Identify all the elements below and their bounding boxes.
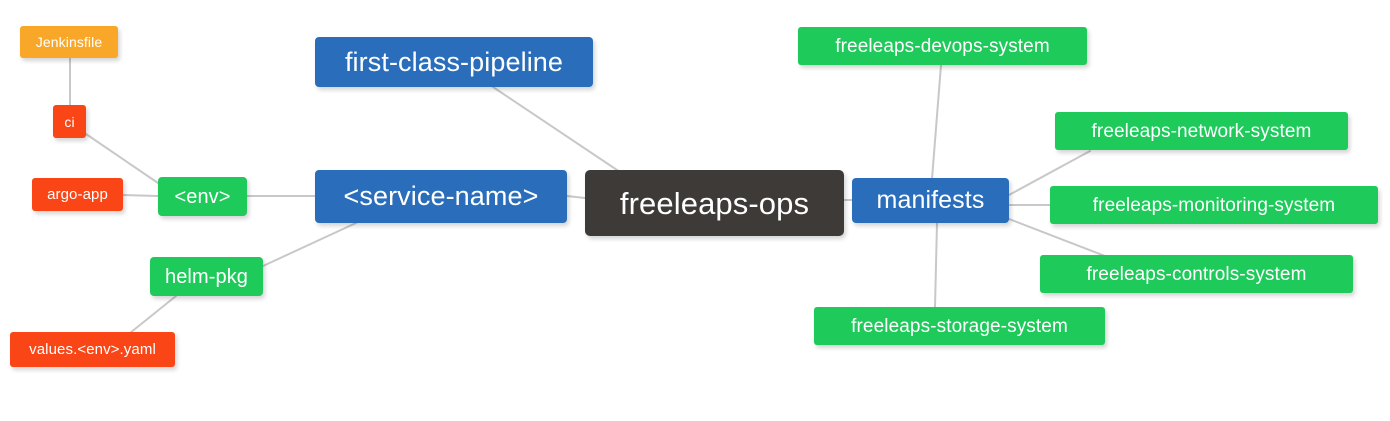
node-freeleaps-devops-system[interactable]: freeleaps-devops-system [798,27,1087,65]
node-ci[interactable]: ci [53,105,86,138]
node-first-class-pipeline[interactable]: first-class-pipeline [315,37,593,87]
node-freeleaps-network-system[interactable]: freeleaps-network-system [1055,112,1348,150]
edge-values-yaml-to-helm-pkg [129,295,177,334]
node-argo-app[interactable]: argo-app [32,178,123,211]
edge-service-name-to-freeleaps-ops [566,195,586,199]
edge-manifests-to-freeleaps-devops-system [931,64,942,180]
node-service-name[interactable]: <service-name> [315,170,567,223]
node-manifests[interactable]: manifests [852,178,1009,223]
edge-argo-app-to-env [122,194,159,197]
node-jenkinsfile[interactable]: Jenkinsfile [20,26,118,58]
edge-ci-to-env [85,133,159,184]
node-freeleaps-monitoring-system[interactable]: freeleaps-monitoring-system [1050,186,1378,224]
node-freeleaps-controls-system[interactable]: freeleaps-controls-system [1040,255,1353,293]
node-freeleaps-storage-system[interactable]: freeleaps-storage-system [814,307,1105,345]
edge-manifests-to-freeleaps-controls-system [1008,218,1106,257]
node-env[interactable]: <env> [158,177,247,216]
edge-helm-pkg-to-service-name [262,222,357,267]
node-values-yaml[interactable]: values.<env>.yaml [10,332,175,367]
node-freeleaps-ops[interactable]: freeleaps-ops [585,170,844,236]
edge-first-class-pipeline-to-freeleaps-ops [492,86,621,173]
node-helm-pkg[interactable]: helm-pkg [150,257,263,296]
edge-manifests-to-freeleaps-storage-system [934,222,938,308]
